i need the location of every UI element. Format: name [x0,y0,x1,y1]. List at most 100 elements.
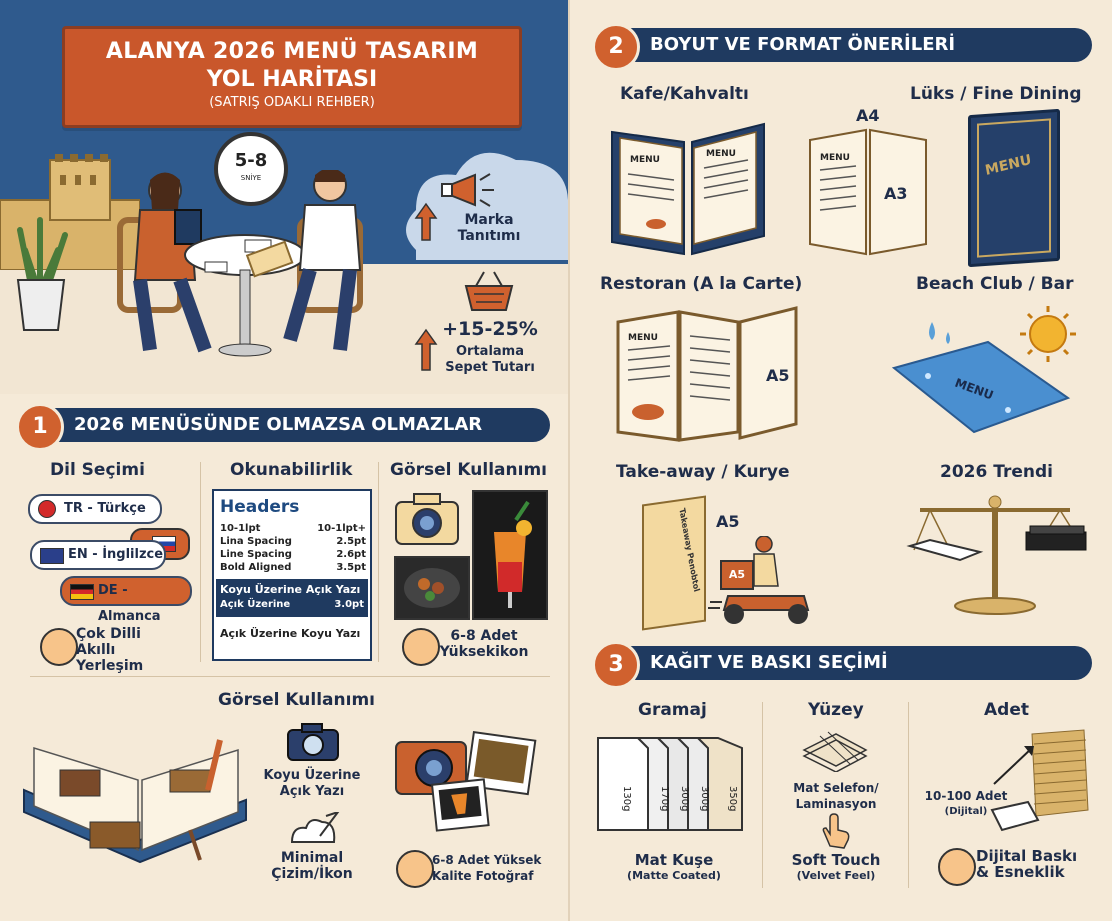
chat-icon [40,628,78,666]
digital-print-label: Dijital Baskı & Esneklik [976,847,1078,881]
timer-unit: SNİYE [240,174,262,182]
cafe-label: Kafe/Kahvaltı [620,84,749,104]
cocktail-photo [472,490,548,620]
section1-title: 2026 MENÜSÜNDE OLMAZSA OLMAZLAR [74,414,483,435]
printer-icon [938,848,976,886]
minimal-label: Minimal Çizim/İkon [271,850,353,882]
image-icon [402,628,440,666]
weight-170: 170g [659,786,670,812]
beach-label: Beach Club / Bar [916,274,1074,294]
camera-icon [395,493,459,545]
brand-stat-label: Marka Tanıtımı [457,212,521,244]
megaphone-icon [441,173,494,207]
section3-header: 3 KAĞIT VE BASKI SEÇİMİ [592,641,1092,689]
takeaway-label: Take-away / Kurye [616,462,790,482]
a4-label: A4 [856,106,880,125]
a5-label-1: A5 [766,366,790,385]
svg-text:MENU: MENU [820,153,850,163]
basket-icon [464,271,514,311]
visual-title: Görsel Kullanımı [390,460,547,480]
divider [762,702,763,888]
column-divider [568,0,570,921]
takeaway-menu-text: Takeaway Penobtol [677,507,702,594]
cloud-decoration [406,152,568,260]
delivery-box: A5 [720,560,754,590]
readability-title: Okunabilirlik [230,460,353,480]
grammage-title: Gramaj [638,700,707,720]
lang-de: DE - Almanca [60,576,192,624]
quantity-title: Adet [984,700,1029,720]
section2-title: BOYUT VE FORMAT ÖNERİLERİ [650,34,956,55]
quantity-range-label: 10-100 Adet (Dijital) [924,789,1008,817]
svg-text:MENU: MENU [630,155,660,165]
visual-bottom-title: Görsel Kullanımı [218,690,375,710]
language-title: Dil Seçimi [50,460,145,480]
fine-dining-menu-cover: MENU [968,108,1060,268]
camera-icon-2 [287,723,339,761]
cafe-scene-illustration [16,170,363,357]
restaurant-trifold-illustration: MENU [616,306,798,442]
svg-text:MENU: MENU [706,149,736,159]
takeaway-menu: Takeaway Penobtol [642,495,706,631]
page-subtitle: (SATRIŞ ODAKLI REHBER) [209,95,375,110]
title-banner: ALANYA 2026 MENÜ TASARIM YOL HARİTASI (S… [62,26,522,128]
divider [30,676,550,677]
section3-title: KAĞIT VE BASKI SEÇİMİ [650,652,888,673]
uk-flag-icon [40,548,64,564]
timer-value: 5-8 [234,150,268,171]
lang-en: EN - İnglilzce [30,540,166,570]
a5-label-2: A5 [716,512,740,531]
multilang-label: Çok Dilli Akıllı Yerleşim [76,626,144,674]
quality-photo-label: 6-8 Adet Yüksek Kalite Fotoğraf [432,853,542,883]
stopwatch-icon: 5-8 SNİYE [214,132,288,206]
section1-number: 1 [16,403,64,451]
svg-text:MENU: MENU [628,333,658,343]
weight-300b: 300g [699,786,710,812]
paper-weights-illustration [597,737,743,831]
section2-number: 2 [592,23,640,71]
weight-130: 130g [621,786,632,812]
balance-scale-illustration [906,495,1087,615]
drawing-icon [290,812,340,843]
paper-stack-illustration [990,729,1089,832]
open-menu-book-illustration [23,739,247,864]
basket-stat-value: +15-25% [442,318,538,340]
restaurant-label: Restoran (A la Carte) [600,274,803,294]
weight-350: 350g [727,786,738,812]
section2-header: 2 BOYUT VE FORMAT ÖNERİLERİ [592,23,1092,71]
section3-number: 3 [592,641,640,689]
arrow-up-icon-2 [414,328,438,371]
a3-label: A3 [884,184,908,203]
divider [378,462,379,662]
soft-touch-label: Soft Touch (Velvet Feel) [791,851,881,882]
cafe-menu-illustration: MENU MENU [611,122,765,256]
divider [908,702,909,888]
photo-icon [396,850,434,888]
page-title-line2: YOL HARİTASI [206,67,378,92]
laminate-layers-icon [802,731,868,772]
beach-club-menu-illustration: MENU [891,306,1076,434]
courier-scooter-illustration [708,536,810,624]
luxury-label: Lüks / Fine Dining [910,84,1082,104]
visual-count-label: 6-8 Adet Yüksekikon [439,628,529,660]
camera-photos-illustration [395,730,537,832]
page-title-line1: ALANYA 2026 MENÜ TASARIM [105,39,479,64]
turkey-flag-icon [38,500,56,518]
lamination-label: Mat Selefon/ Laminasyon [793,781,879,811]
arrow-up-icon [414,202,438,241]
weight-300a: 300g [679,786,690,812]
trend-label: 2026 Trendi [940,462,1053,482]
food-photo [394,556,470,620]
lang-tr: TR - Türkçe [28,494,162,524]
section1-header: 1 2026 MENÜSÜNDE OLMAZSA OLMAZLAR [16,403,550,451]
surface-title: Yüzey [808,700,864,720]
matte-coated-label: Mat Kuşe (Matte Coated) [627,851,721,882]
light-sample: Açık Üzerine Koyu Yazı [220,627,361,640]
basket-stat-label: Ortalama Sepet Tutarı [445,344,535,375]
